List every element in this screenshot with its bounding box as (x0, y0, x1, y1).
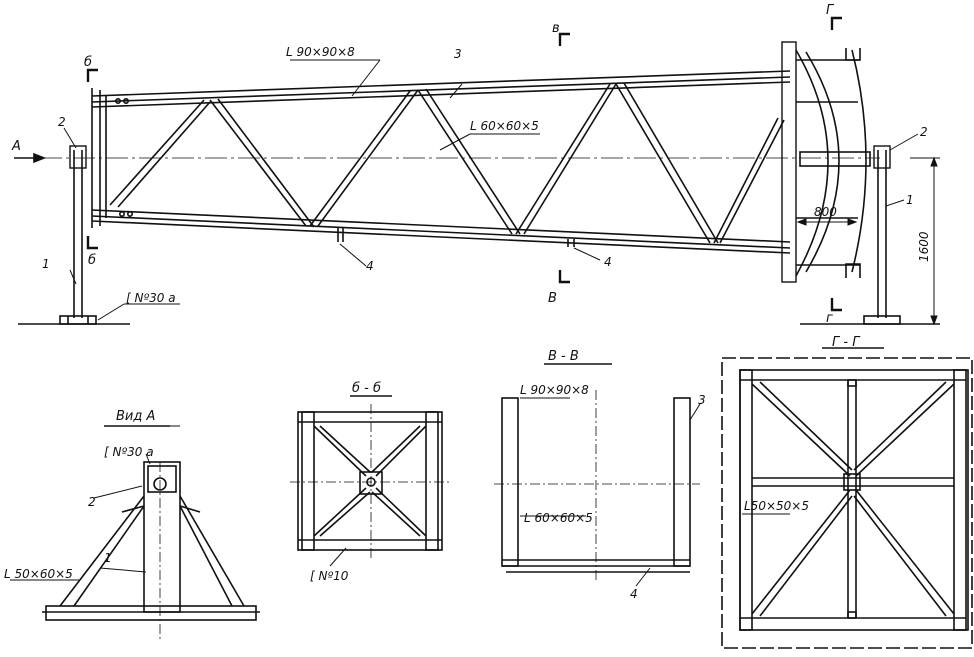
section-v-v-title: В - В (548, 349, 579, 364)
section-b-b-drawing (290, 395, 452, 567)
label-vv-num-3: 3 (698, 393, 706, 407)
label-dim-800: 800 (814, 205, 837, 219)
label-vv-num-4: 4 (630, 587, 638, 601)
label-channel-30-b: [ Nº30 a (104, 445, 154, 459)
main-elevation (14, 16, 940, 326)
section-v-v-drawing (494, 363, 701, 587)
label-view-a-letter: А (11, 139, 21, 154)
section-g-g-drawing (721, 347, 973, 649)
label-vv-angle-90: L 90×90×8 (520, 383, 589, 397)
label-num-1-right: 1 (906, 193, 914, 207)
leader-lines (63, 59, 919, 321)
label-section-g-top: Г (826, 3, 835, 18)
section-b-b-title: б - б (352, 381, 381, 396)
view-a-drawing (10, 425, 260, 640)
label-num-4-a: 4 (366, 259, 374, 273)
label-num-4-b: 4 (604, 255, 612, 269)
label-num-1-left: 1 (42, 257, 50, 271)
label-num-3: 3 (454, 47, 462, 61)
label-vv-angle-60: L 60×60×5 (524, 511, 593, 525)
view-a-arrow (14, 152, 47, 164)
label-num-2-left: 2 (58, 115, 66, 129)
label-num-2-right: 2 (920, 125, 928, 139)
label-va-num-2: 2 (88, 495, 96, 509)
label-channel-10: [ Nº10 (310, 569, 349, 583)
dimension-800 (796, 218, 858, 226)
section-markers (86, 16, 842, 312)
truss-lacing (109, 82, 785, 244)
right-support (863, 145, 901, 325)
label-section-v-bottom: В (548, 291, 557, 306)
label-section-b-top: б (84, 55, 92, 70)
truss-bottom-chord (91, 209, 791, 254)
view-a-title: Вид А (116, 409, 155, 424)
section-g-g-title: Г - Г (832, 335, 861, 350)
label-dim-1600: 1600 (917, 231, 931, 262)
label-va-num-1: 1 (104, 551, 112, 565)
label-section-g-bottom: г (826, 311, 833, 326)
label-section-b-bottom: б (88, 253, 96, 268)
label-angle-60: L 60×60×5 (470, 119, 539, 133)
label-angle-90: L 90×90×8 (286, 45, 355, 59)
truss-right-frame (781, 41, 871, 283)
label-channel-30: [ Nº30 a (126, 291, 176, 305)
label-angle-50-60: L 50×60×5 (4, 567, 73, 581)
left-support (59, 145, 97, 325)
label-gg-angle-50: L50×50×5 (744, 499, 809, 513)
dimension-1600 (910, 156, 940, 326)
label-section-v-top: в (552, 21, 560, 36)
